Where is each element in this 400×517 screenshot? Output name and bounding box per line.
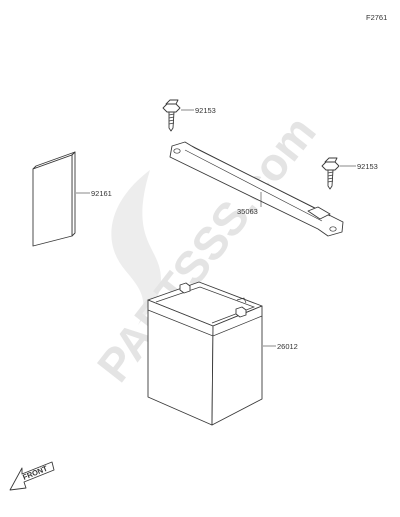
label-35063: 35063 xyxy=(237,207,258,216)
diagram-code: F2761 xyxy=(366,13,387,22)
pad-92161[interactable] xyxy=(32,151,76,247)
front-arrow-icon: FRONT xyxy=(9,461,55,491)
bolt-92153-top[interactable] xyxy=(162,99,181,132)
label-92153-top: 92153 xyxy=(195,106,216,115)
label-26012: 26012 xyxy=(277,342,298,351)
bolt-92153-right[interactable] xyxy=(321,157,340,190)
front-label: FRONT xyxy=(21,464,49,482)
watermark-swoosh xyxy=(111,170,161,325)
battery-26012[interactable] xyxy=(147,281,263,426)
strap-35063[interactable] xyxy=(169,141,344,237)
label-92161: 92161 xyxy=(91,189,112,198)
label-92153-right: 92153 xyxy=(357,162,378,171)
